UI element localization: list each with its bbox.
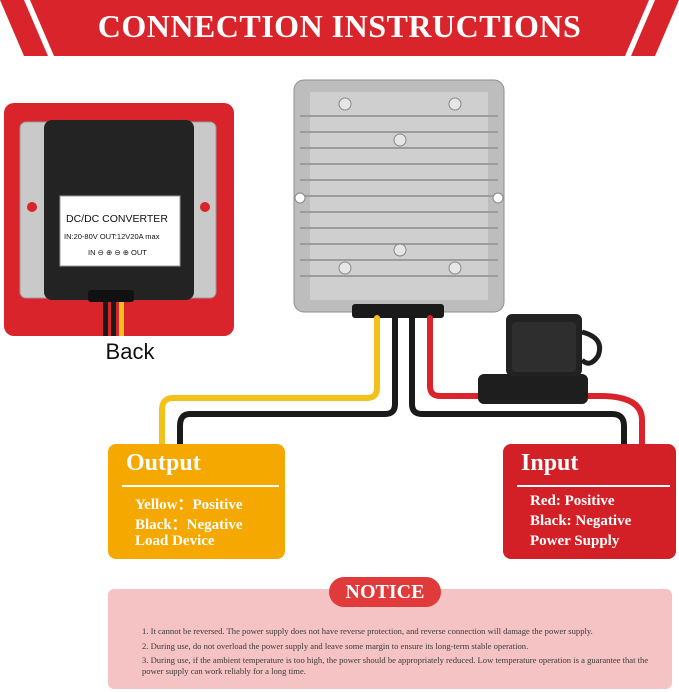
converter-heatsink — [293, 79, 505, 318]
wire-black-input — [409, 315, 627, 447]
back-label-pins: IN ⊖ ⊕ ⊖ ⊕ OUT — [88, 248, 147, 257]
notice-pill — [329, 577, 441, 607]
header-banner — [0, 0, 679, 56]
wire-yellow — [159, 315, 380, 447]
notice-item-3: 3. During use, if the ambient temperatur… — [142, 655, 649, 676]
input-title: Input — [521, 450, 579, 476]
output-divider — [122, 485, 279, 487]
back-device — [19, 120, 217, 336]
back-label-specs: IN:20-80V OUT:12V20A max — [64, 232, 160, 241]
input-line-3: Power Supply — [530, 533, 620, 549]
output-title: Output — [126, 450, 201, 476]
notice-title: NOTICE — [345, 581, 425, 603]
output-line-2: Black：Negative — [135, 517, 243, 533]
input-divider — [517, 485, 670, 487]
back-caption: Back — [105, 339, 155, 364]
input-line-2: Black: Negative — [530, 513, 632, 529]
input-box: Input Red: Positive Black: Negative Powe… — [503, 444, 676, 559]
notice-item-2: 2. During use, do not overload the power… — [142, 641, 529, 651]
wire-black-output — [177, 315, 398, 447]
back-label-title: DC/DC CONVERTER — [66, 213, 168, 225]
output-box: Output Yellow：Positive Black：Negative Lo… — [108, 444, 285, 559]
output-line-1: Yellow：Positive — [135, 497, 243, 513]
notice-item-1: 1. It cannot be reversed. The power supp… — [142, 626, 593, 636]
input-line-1: Red: Positive — [530, 493, 615, 509]
fuse-holder — [478, 314, 603, 404]
page-title: CONNECTION INSTRUCTIONS — [97, 8, 582, 44]
output-line-3: Load Device — [135, 533, 215, 549]
